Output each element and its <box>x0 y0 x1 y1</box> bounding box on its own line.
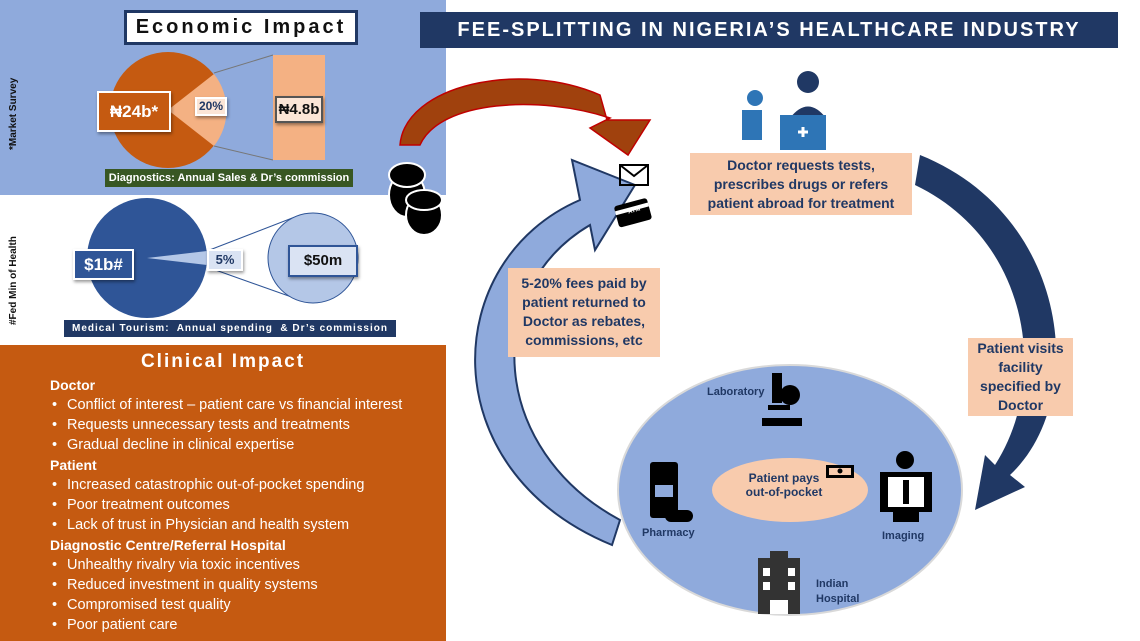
imaging-label: Imaging <box>882 530 925 542</box>
clinical-impact-item: Gradual decline in clinical expertise <box>50 435 446 455</box>
microscope-icon <box>762 373 802 426</box>
patient-visits-box: Patient visits facility specified by Doc… <box>968 338 1073 416</box>
clinical-impact-item: Poor treatment outcomes <box>50 495 446 515</box>
page-title: FEE-SPLITTING IN NIGERIA’S HEALTHCARE IN… <box>420 12 1118 48</box>
coins-icon <box>388 162 443 236</box>
clinical-impact-item: Conflict of interest – patient care vs f… <box>50 395 446 415</box>
connector-line <box>206 266 301 301</box>
connector-line <box>206 214 301 252</box>
indian-hospital-label: Indian Hospital <box>816 578 860 605</box>
patient-pays-label: Patient pays out-of-pocket <box>745 471 823 499</box>
pharmacy-icon <box>650 462 693 522</box>
atm-card-icon <box>614 198 652 228</box>
clinical-impact-item: Reduced investment in quality systems <box>50 575 446 595</box>
clinical-impact-item: Lack of trust in Physician and health sy… <box>50 515 446 535</box>
tourism-caption: Medical Tourism: Annual spending & Dr’s … <box>64 320 396 337</box>
rebate-arrow <box>474 158 637 547</box>
tourism-percent-label: 5% <box>207 249 243 271</box>
doctor-requests-box: Doctor requests tests, prescribes drugs … <box>690 153 912 215</box>
market-survey-source: *Market Survey <box>8 77 19 150</box>
clinical-impact-item: Increased catastrophic out-of-pocket spe… <box>50 475 446 495</box>
clinical-group-heading: Patient <box>50 457 97 473</box>
tourism-commission-label: $50m <box>288 245 358 277</box>
diagnostics-commission-label: ₦4.8b <box>275 96 323 123</box>
pharmacy-label: Pharmacy <box>642 527 695 539</box>
clinical-group-heading: Doctor <box>50 377 96 393</box>
fed-min-health-source: #Fed Min of Health <box>8 236 19 325</box>
diagnostics-percent-label: 20% <box>195 97 227 116</box>
clinical-impact-panel: Clinical Impact DoctorConflict of intere… <box>0 345 446 641</box>
clinical-group-heading: Diagnostic Centre/Referral Hospital <box>50 537 286 553</box>
economic-impact-title: Economic Impact <box>124 10 358 45</box>
diagnostics-total-label: ₦24b* <box>97 91 171 132</box>
clinical-impact-item: Poor patient care <box>50 615 446 635</box>
visit-arrow <box>915 155 1057 510</box>
doctor-icon <box>742 71 826 150</box>
connector-line <box>213 54 274 74</box>
diagnostics-caption: Diagnostics: Annual Sales & Dr’s commiss… <box>105 169 353 187</box>
connector-line <box>213 145 274 161</box>
envelope-icon <box>619 164 649 186</box>
clinical-impact-title: Clinical Impact <box>140 351 306 372</box>
cash-icon <box>826 465 854 478</box>
tourism-commission-slice <box>147 251 208 265</box>
hospital-icon <box>758 551 800 614</box>
rebate-box: 5-20% fees paid by patient returned to D… <box>508 268 660 357</box>
clinical-impact-item: Unhealthy rivalry via toxic incentives <box>50 555 446 575</box>
xray-imaging-icon <box>880 451 932 522</box>
laboratory-label: Laboratory <box>707 386 765 398</box>
clinical-impact-item: Requests unnecessary tests and treatment… <box>50 415 446 435</box>
clinical-impact-item: Compromised test quality <box>50 595 446 615</box>
red-curved-arrow <box>399 78 652 157</box>
tourism-total-label: $1b# <box>73 249 134 280</box>
